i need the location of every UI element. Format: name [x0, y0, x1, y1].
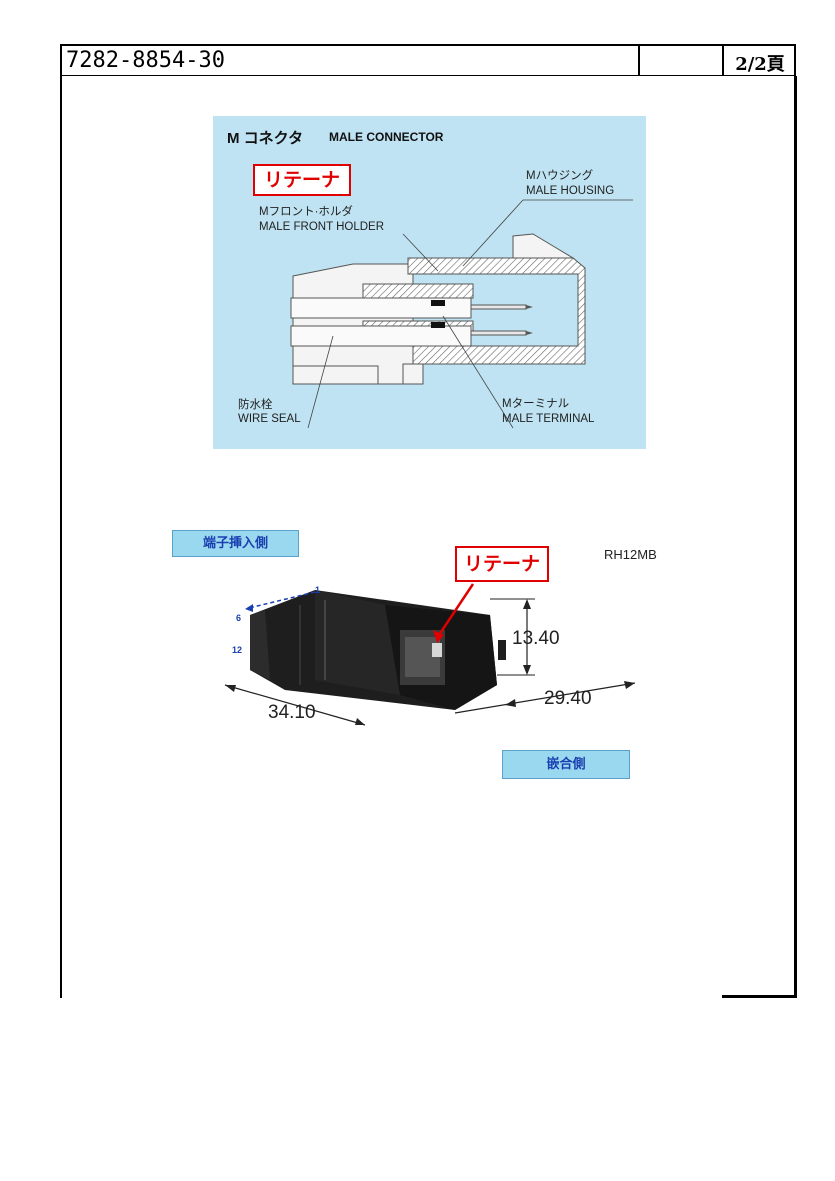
cross-section-panel	[213, 116, 646, 449]
title-block-divider	[722, 44, 724, 76]
frame-left-border	[60, 76, 62, 998]
frame-right-border	[794, 76, 797, 998]
document-number: 7282-8854-30	[66, 48, 225, 73]
terminal-label-en: MALE TERMINAL	[502, 413, 595, 425]
wire-seal-label-jp: 防水栓	[238, 399, 273, 411]
cross-section-drawing	[290, 199, 633, 429]
retainer-callout: リテーナ	[253, 164, 351, 196]
dimension-width: 34.10	[268, 702, 316, 723]
mating-side-label: 嵌合側	[502, 750, 630, 779]
pin-6-label: 6	[236, 613, 242, 623]
frame-bottom-right-border	[722, 995, 796, 998]
front-holder-label-jp: Mフロント·ホルダ	[259, 206, 353, 218]
insert-side-label: 端子挿入側	[172, 530, 299, 557]
title-block-divider	[638, 44, 640, 76]
dimension-depth: 29.40	[544, 688, 592, 709]
page-number: 2/2頁	[735, 54, 785, 75]
cross-section-title-en: MALE CONNECTOR	[329, 130, 444, 144]
connector-photo	[224, 583, 636, 726]
pin-12-label: 12	[232, 645, 243, 655]
dimension-height: 13.40	[512, 628, 560, 649]
front-holder-label-en: MALE FRONT HOLDER	[259, 221, 385, 233]
housing-label-jp: Mハウジング	[526, 170, 594, 182]
housing-label-en: MALE HOUSING	[526, 185, 615, 197]
wire-seal-label-en: WIRE SEAL	[238, 413, 301, 425]
pin-1-label: 1	[315, 585, 321, 595]
model-number: RH12MB	[604, 547, 657, 562]
terminal-label-jp: Mターミナル	[502, 398, 570, 410]
title-block	[60, 44, 796, 76]
retainer-callout-photo: リテーナ	[455, 546, 549, 582]
cross-section-title: M コネクタ	[227, 130, 304, 147]
